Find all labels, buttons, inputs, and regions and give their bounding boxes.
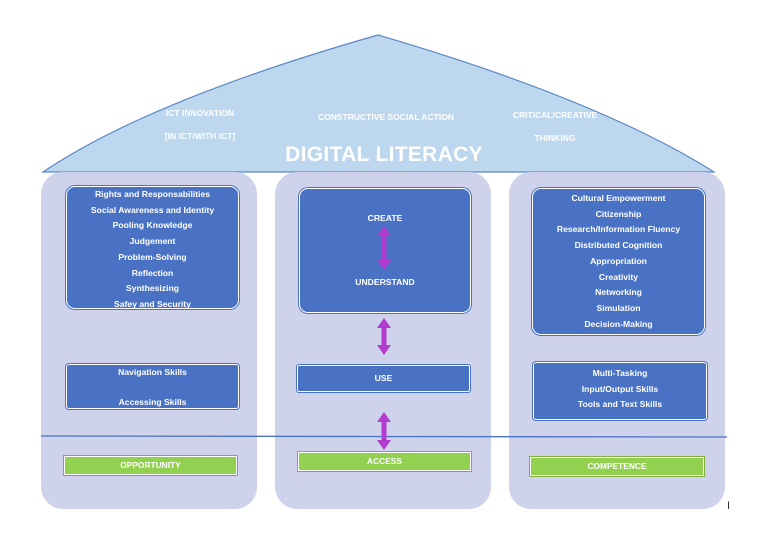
list-item: Judgement (129, 236, 176, 247)
double-arrow-icon (377, 318, 391, 355)
list-item: Rights and Responsabilities (94, 189, 211, 199)
left-navigation-box: Navigation Skills Accessing Skills (66, 364, 239, 409)
list-item: Reflection (131, 267, 174, 278)
base-competence: COMPETENCE (530, 457, 704, 476)
list-item: Problem-Solving (118, 251, 187, 262)
roof-label-constructive-social-action: CONSTRUCTIVE SOCIAL ACTION (317, 112, 454, 122)
right-competencies-box: Cultural Empowerment Citizenship Researc… (532, 188, 705, 335)
roof-label-critical-creative: CRITICAL/CREATIVE (512, 110, 598, 120)
list-item: Multi-Tasking (592, 368, 648, 378)
use-box: USE (297, 365, 470, 392)
list-item: Safey and Security (114, 298, 191, 309)
base-opportunity: OPPORTUNITY (64, 456, 237, 475)
double-arrow-icon (377, 412, 391, 450)
list-item: Input/Output Skills (581, 383, 659, 394)
list-item: Distributed Cognition (574, 240, 663, 251)
list-item: Cultural Empowerment (571, 193, 666, 203)
list-item: Citizenship (595, 208, 642, 219)
digital-literacy-title: DIGITAL LITERACY (285, 143, 483, 166)
use-label: USE (374, 373, 393, 383)
list-item: Pooling Knowledge (112, 220, 193, 231)
list-item: Synthesizing (125, 283, 179, 294)
list-item: Decision-Making (584, 318, 653, 329)
right-technical-skills-box: Multi-Tasking Input/Output Skills Tools … (533, 362, 707, 420)
list-item: Research/Information Fluency (556, 224, 681, 235)
list-item: Navigation Skills (118, 367, 187, 377)
list-item: Tools and Text Skills (577, 399, 663, 410)
list-item: Creativity (598, 271, 639, 282)
list-item: Networking (595, 287, 642, 298)
list-item: Simulation (596, 302, 641, 313)
list-item: Accessing Skills (118, 397, 187, 407)
roof-label-thinking: THINKING (534, 133, 576, 143)
list-item: Social Awareness and Identity (90, 204, 215, 215)
roof-label-in-ict-with-ict: [IN ICT/WITH ICT] (164, 131, 236, 141)
understand-label: UNDERSTAND (355, 277, 415, 287)
list-item: Appropriation (590, 255, 647, 266)
base-access: ACCESS (298, 452, 471, 471)
create-label: CREATE (367, 213, 403, 223)
left-skills-box: Rights and Responsabilities Social Aware… (66, 186, 239, 309)
text-cursor-mark: I (727, 500, 731, 512)
roof-label-ict-innovation: ICT INNOVATION (165, 108, 235, 118)
double-arrow-icon (377, 226, 391, 270)
